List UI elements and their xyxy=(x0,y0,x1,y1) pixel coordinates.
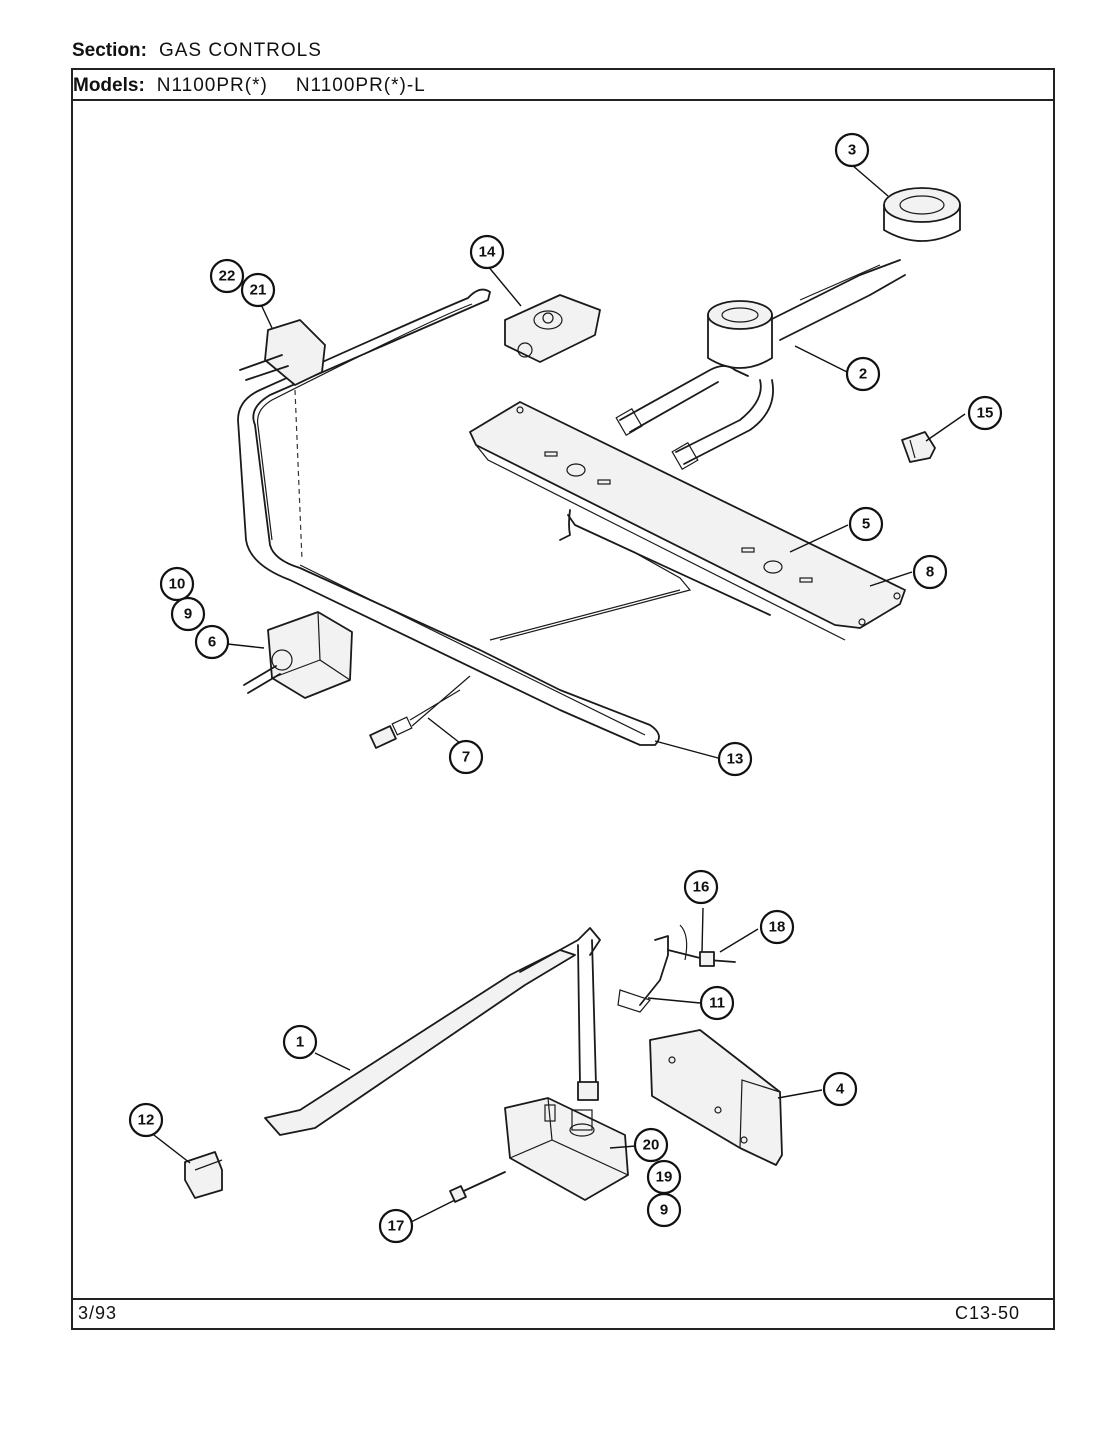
svg-text:16: 16 xyxy=(693,879,710,896)
callout-12: 12 xyxy=(128,1102,164,1138)
thermocouple-7 xyxy=(369,675,471,749)
callout-3: 3 xyxy=(834,132,870,168)
models-label: Models: xyxy=(73,75,145,96)
callout-1: 1 xyxy=(282,1024,318,1060)
svg-text:9: 9 xyxy=(184,606,192,623)
callout-20: 20 xyxy=(633,1127,669,1163)
screw-17 xyxy=(449,1171,506,1203)
svg-text:9: 9 xyxy=(660,1202,668,1219)
callout-17: 17 xyxy=(378,1208,414,1244)
callout-9-top: 9 xyxy=(170,596,206,632)
callout-5: 5 xyxy=(848,506,884,542)
svg-text:6: 6 xyxy=(208,634,216,651)
svg-text:20: 20 xyxy=(643,1137,660,1154)
models-header: Models: N1100PR(*) N1100PR(*)-L xyxy=(73,75,426,97)
manifold-tube-13 xyxy=(237,288,660,746)
svg-text:19: 19 xyxy=(656,1169,673,1186)
manifold-bracket-8 xyxy=(469,401,906,641)
svg-text:15: 15 xyxy=(977,405,994,422)
svg-text:2: 2 xyxy=(859,366,867,383)
model-1: N1100PR(*) xyxy=(156,75,268,96)
callout-8: 8 xyxy=(912,554,948,590)
footer-divider xyxy=(71,1298,1055,1300)
section-label: Section: xyxy=(72,40,147,61)
callout-4: 4 xyxy=(822,1071,858,1107)
svg-text:11: 11 xyxy=(709,995,725,1012)
svg-text:14: 14 xyxy=(479,244,496,261)
footer-date: 3/93 xyxy=(78,1303,118,1323)
footer-code: C13-50 xyxy=(955,1303,1021,1323)
svg-text:12: 12 xyxy=(138,1112,155,1129)
callout-11: 11 xyxy=(699,985,735,1021)
orifice-5 xyxy=(489,509,771,641)
svg-text:17: 17 xyxy=(388,1218,405,1235)
clip-15 xyxy=(901,431,936,463)
svg-text:22: 22 xyxy=(219,268,236,285)
callout-7: 7 xyxy=(448,739,484,775)
oven-valve-20 xyxy=(504,1097,629,1201)
callout-22: 22 xyxy=(209,258,245,294)
ignition-switch-21 xyxy=(239,319,326,561)
svg-text:21: 21 xyxy=(250,282,267,299)
model-2: N1100PR(*)-L xyxy=(295,75,426,96)
callout-15: 15 xyxy=(967,395,1003,431)
svg-text:5: 5 xyxy=(862,516,870,533)
svg-text:18: 18 xyxy=(769,919,786,936)
section-header: Section: GAS CONTROLS xyxy=(72,40,322,62)
oven-tube-1 xyxy=(264,927,601,1136)
thermostat-6 xyxy=(243,611,353,699)
callout-2: 2 xyxy=(845,356,881,392)
callout-19: 19 xyxy=(646,1159,682,1195)
pilot-assembly-11 xyxy=(617,924,736,1013)
diagram-frame xyxy=(71,68,1055,1330)
section-value: GAS CONTROLS xyxy=(158,40,322,61)
callout-21: 21 xyxy=(240,272,276,308)
burner-head-3 xyxy=(707,187,961,369)
bracket-4 xyxy=(649,1029,783,1166)
callout-9-bottom: 9 xyxy=(646,1192,682,1228)
bracket-12 xyxy=(184,1151,223,1199)
callout-10: 10 xyxy=(159,566,195,602)
burner-tube-2 xyxy=(615,259,906,470)
svg-text:13: 13 xyxy=(727,751,744,768)
callout-16: 16 xyxy=(683,869,719,905)
leader-lines xyxy=(149,164,966,1223)
callout-13: 13 xyxy=(717,741,753,777)
header-divider xyxy=(71,99,1055,101)
callout-18: 18 xyxy=(759,909,795,945)
svg-text:8: 8 xyxy=(926,564,934,581)
svg-text:10: 10 xyxy=(169,576,186,593)
regulator-14 xyxy=(504,294,601,363)
svg-text:4: 4 xyxy=(836,1081,845,1098)
callout-14: 14 xyxy=(469,234,505,270)
svg-text:3: 3 xyxy=(848,142,856,159)
callout-6: 6 xyxy=(194,624,230,660)
svg-text:1: 1 xyxy=(296,1034,304,1051)
svg-text:7: 7 xyxy=(462,749,470,766)
